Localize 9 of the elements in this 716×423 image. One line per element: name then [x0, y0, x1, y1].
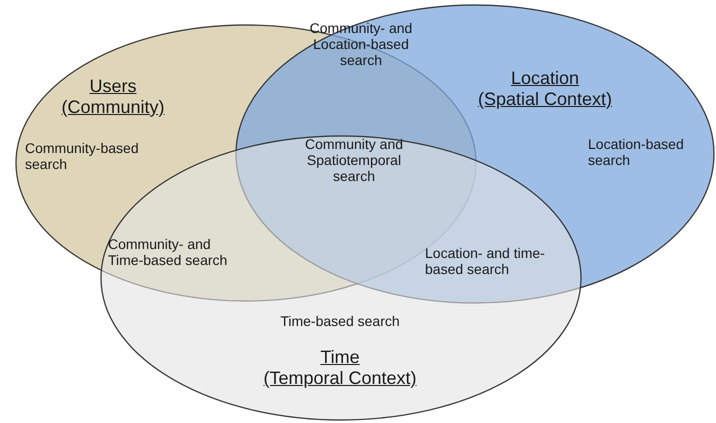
- region-label: Community- and Time-based search: [108, 236, 228, 268]
- region-label: Location-based search: [588, 136, 685, 168]
- region-label: Community and Spatiotemporal search: [304, 136, 404, 184]
- set-heading: Location (Spatial Context): [476, 68, 614, 110]
- set-heading: Users (Community): [60, 76, 166, 118]
- region-label: Location- and time-based search: [425, 245, 546, 277]
- region-label: Community-based search: [25, 140, 140, 172]
- region-label: Time-based search: [279, 313, 401, 329]
- set-heading: Time (Temporal Context): [262, 347, 418, 389]
